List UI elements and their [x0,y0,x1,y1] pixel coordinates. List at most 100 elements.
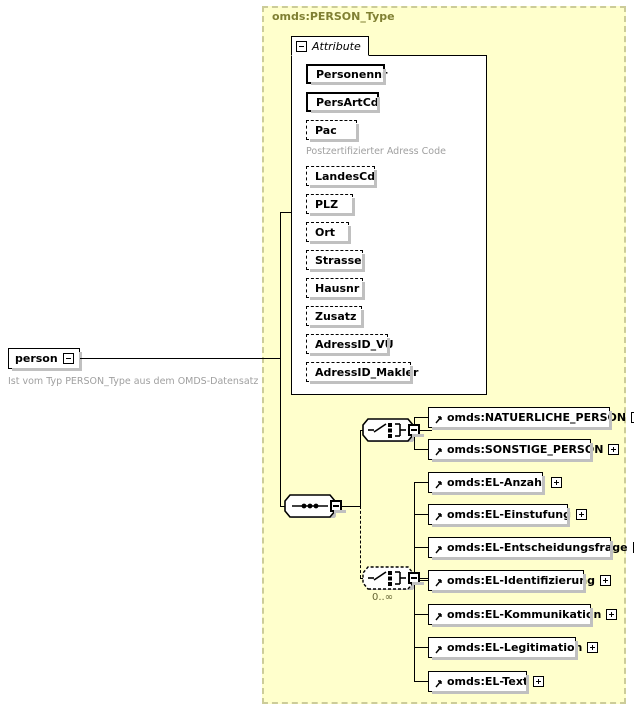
attribute-label: PersArtCd [316,95,379,109]
box-shadow-right [362,282,365,300]
plus-icon[interactable] [606,609,618,620]
attribute-label: LandesCd [315,169,376,183]
plus-icon[interactable] [631,412,634,423]
box-shadow [310,325,364,328]
plus-icon[interactable] [599,575,611,586]
box-shadow [432,657,578,660]
attribute-label: Pac [315,123,337,137]
attribute-box[interactable]: AdressID_VU [306,334,394,356]
sequence-compositor[interactable] [284,494,346,518]
plus-icon[interactable] [533,676,545,687]
element-box[interactable]: omds:EL-Kommunikation [428,604,618,627]
attribute-box[interactable]: Strasse [306,250,365,272]
attribute-box[interactable]: Personennr [306,64,388,85]
box-shadow-right [590,608,593,627]
element-box[interactable]: omds:EL-Text [428,671,545,694]
reference-arrow-icon [435,574,442,588]
box-shadow [432,524,570,527]
attribute-box[interactable]: Zusatz [306,306,364,328]
reference-arrow-icon [435,476,442,490]
box-shadow-right [361,310,364,328]
type-container-label: omds:PERSON_Type [272,10,395,23]
choice-compositor-person[interactable] [362,418,424,442]
box-shadow [432,492,545,495]
connector-sequence-up [360,430,361,507]
root-element-label: person [15,352,58,365]
choice-icon [362,418,414,442]
box-shadow-right [590,443,593,462]
attribute-box[interactable]: Hausnr [306,278,365,300]
reference-arrow-icon [435,675,442,689]
attribute-box[interactable]: Ort [306,222,351,244]
connector-branch [414,514,428,515]
connector-branch [414,482,428,483]
box-shadow [310,213,355,216]
element-label: omds:EL-Identifizierung [447,574,595,587]
attribute-box[interactable]: AdressID_Makler [306,362,418,384]
sequence-icon [284,494,336,518]
attribute-panel-tab[interactable]: Attribute [291,36,369,56]
reference-arrow-icon [435,541,442,555]
element-box[interactable]: omds:SONSTIGE_PERSON [428,439,620,462]
attribute-box[interactable]: PersArtCd [306,92,380,113]
plus-icon[interactable] [632,542,634,553]
attribute-panel-label: Attribute [312,39,361,53]
box-shadow [432,624,593,627]
attribute-box[interactable]: PLZ [306,194,355,216]
box-shadow-right [575,641,578,660]
attribute-label: Hausnr [315,281,360,295]
element-box[interactable]: omds:EL-Legitimation [428,637,599,660]
box-shadow-right [348,226,351,244]
attribute-label: PLZ [315,197,339,211]
plus-icon[interactable] [608,444,620,455]
minus-icon[interactable] [408,572,424,585]
minus-icon[interactable] [408,424,424,437]
element-box[interactable]: omds:EL-Entscheidungsfrage [428,537,634,560]
box-shadow [310,297,365,300]
box-shadow [12,368,82,371]
minus-icon[interactable] [62,353,74,364]
choice-icon [362,566,414,590]
box-shadow [310,269,365,272]
choice-compositor-el[interactable] [362,566,424,590]
box-shadow-right [377,97,380,113]
connector-branch [414,417,428,418]
box-shadow-right [410,366,413,384]
box-shadow [310,241,351,244]
box-shadow [311,82,386,85]
attribute-label: Personennr [316,67,388,81]
minus-icon[interactable] [330,500,346,513]
box-shadow [412,434,424,437]
element-box[interactable]: omds:EL-Anzahl [428,472,562,495]
attribute-box[interactable]: LandesCd [306,166,377,188]
plus-icon[interactable] [587,642,599,653]
attribute-box[interactable]: Pac [306,120,359,142]
connector-branch [414,580,428,581]
connector-choice-person-out [420,430,432,431]
element-box[interactable]: omds:EL-Einstufung [428,504,588,527]
element-label: omds:SONSTIGE_PERSON [447,443,604,456]
attribute-label: AdressID_Makler [315,365,419,379]
box-shadow [432,590,586,593]
box-shadow-right [79,352,82,371]
box-shadow-right [374,170,377,188]
element-label: omds:EL-Legitimation [447,641,583,654]
box-shadow-right [352,198,355,216]
box-shadow-right [610,541,613,560]
element-box[interactable]: omds:EL-Identifizierung [428,570,611,593]
root-element-annotation: Ist vom Typ PERSON_Type aus dem OMDS-Dat… [8,376,259,387]
reference-arrow-icon [435,443,442,457]
element-box[interactable]: omds:NATUERLICHE_PERSON [428,407,634,430]
plus-icon[interactable] [550,477,562,488]
plus-icon[interactable] [576,509,588,520]
box-shadow [432,459,593,462]
element-label: omds:EL-Anzahl [447,476,546,489]
connector-branch [414,449,428,450]
box-shadow-right [526,675,529,694]
minus-icon[interactable] [296,40,307,52]
connector-branch [414,647,428,648]
connector-sequence-out [342,506,360,507]
root-element-person[interactable]: person [8,348,82,371]
box-shadow [311,110,380,113]
connector-root [80,358,280,359]
